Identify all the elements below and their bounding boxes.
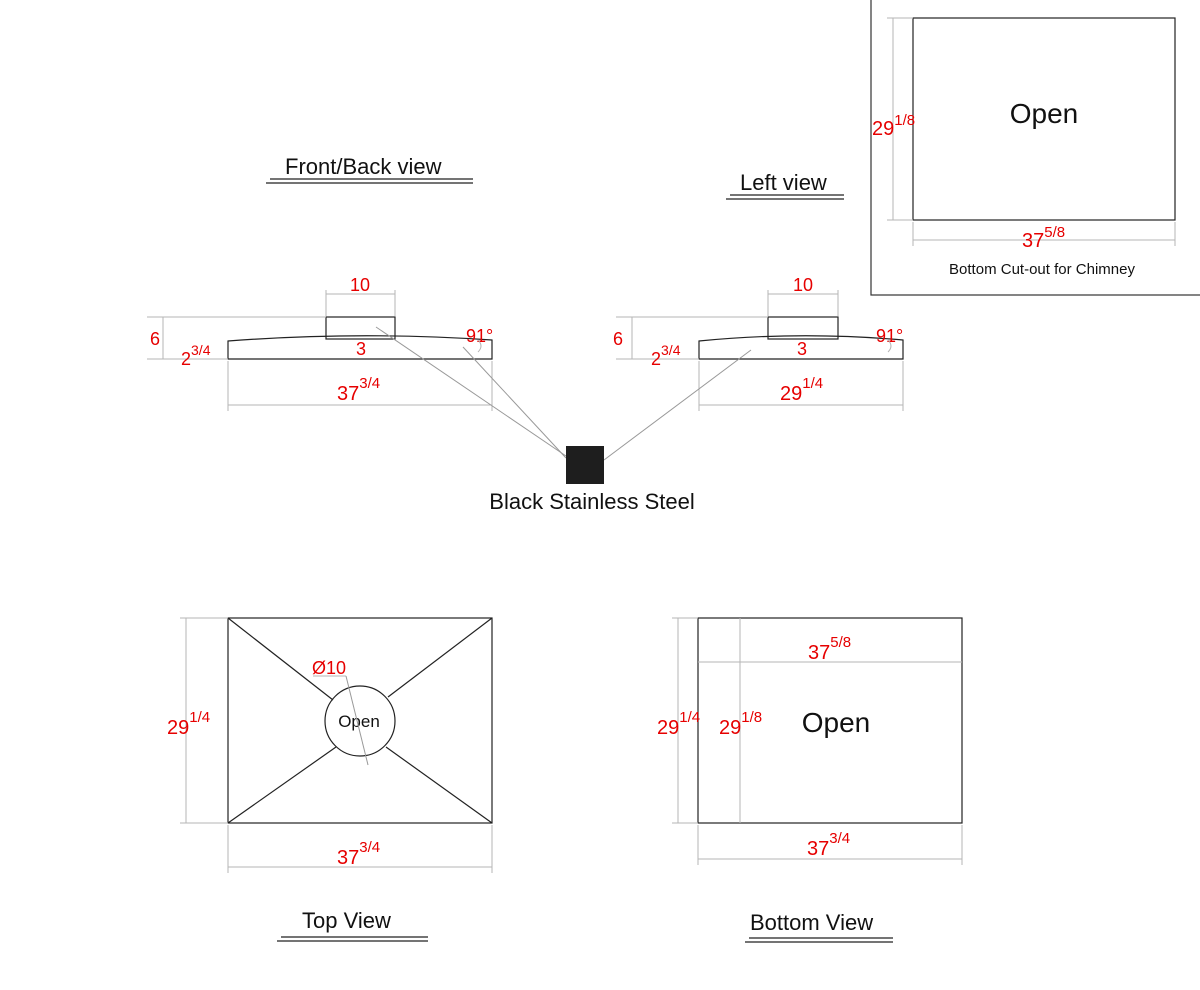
front-view: Front/Back view 10 6 23/4 3 91° 373/4 [147,154,493,411]
front-collar [325,316,396,340]
front-view-title: Front/Back view [285,154,442,179]
top-outline [227,617,493,824]
left-angle-arc [887,339,892,353]
material-leader-3 [603,349,752,461]
top-view-title: Top View [302,908,391,933]
bottom-view-title: Bottom View [750,910,873,935]
bottom-outer-width-dim: 373/4 [807,830,850,860]
cutout-depth-dim: 291/8 [872,112,915,140]
material-swatch [566,446,604,484]
cutout-panel: Open 291/8 375/8 Bottom Cut-out for Chim… [870,0,1200,296]
top-chimney-hole [324,685,396,757]
cutout-open-label: Open [1010,98,1079,129]
top-hole-label: Open [338,712,380,731]
cutout-rectangle [912,17,1176,221]
left-collar-height-dim: 3 [797,339,807,359]
material-callout: Black Stainless Steel [375,326,752,514]
front-width-dim: 373/4 [337,375,380,405]
cutout-panel-frame [870,0,1200,296]
front-collar-height-dim: 3 [356,339,366,359]
left-view: Left view 10 6 23/4 3 91° 291/4 [613,170,904,411]
front-angle-arc [477,339,482,353]
top-diagonal-3 [227,746,337,824]
bottom-view: Open 375/8 291/8 291/4 373/4 Bottom View [657,617,963,943]
left-height-dim: 6 [613,329,623,349]
front-collar-width-dim: 10 [350,275,370,295]
top-diagonal-4 [385,746,493,824]
bottom-open-label: Open [802,707,871,738]
cutout-width-dim: 375/8 [1022,224,1065,252]
bottom-outline [697,617,963,824]
left-collar [767,316,839,340]
left-angle-dim: 91° [876,326,903,346]
bottom-outer-depth-dim: 291/4 [657,709,700,739]
top-diagonal-2 [387,617,493,698]
cutout-caption: Bottom Cut-out for Chimney [949,261,1135,278]
front-body [227,335,493,360]
material-leader-2 [462,346,567,459]
left-collar-width-dim: 10 [793,275,813,295]
left-body [698,335,904,360]
left-view-title: Left view [740,170,827,195]
top-diameter-leader [345,675,369,766]
front-edge-dim: 23/4 [181,342,211,369]
top-width-dim: 373/4 [337,839,380,869]
top-diagonal-1 [227,617,334,701]
material-leader-1 [375,326,567,457]
bottom-inner-width-dim: 375/8 [808,634,851,664]
top-depth-dim: 291/4 [167,709,210,739]
bottom-inner-depth-dim: 291/8 [719,709,762,739]
top-view: Open Ø10 291/4 373/4 Top View [167,617,493,942]
front-height-dim: 6 [150,329,160,349]
left-depth-dim: 291/4 [780,375,823,405]
front-angle-dim: 91° [466,326,493,346]
material-label: Black Stainless Steel [489,489,694,514]
top-diameter-dim: Ø10 [312,658,346,678]
left-edge-dim: 23/4 [651,342,681,369]
